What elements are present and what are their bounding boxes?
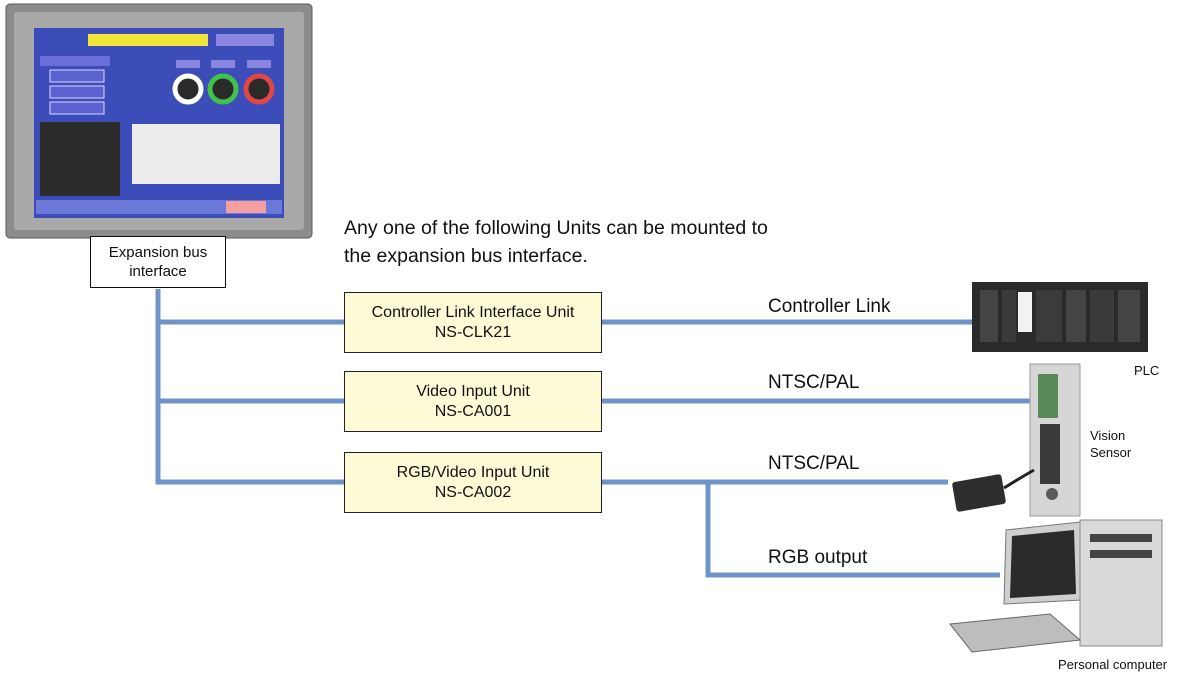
unit-box-video-input: Video Input Unit NS-CA001 [344,371,602,432]
unit-name: Controller Link Interface Unit [371,303,575,321]
vision-sensor-label: Vision Sensor [1090,427,1131,461]
unit-box-controller-link: Controller Link Interface Unit NS-CLK21 [344,292,602,353]
connection-label-rgb-output: RGB output [768,547,868,568]
unit-name: Video Input Unit [416,382,530,400]
note-line2: the expansion bus interface. [344,245,588,267]
connection-label-ntsc-pal-1: NTSC/PAL [768,372,860,393]
unit-model: NS-CA001 [434,402,512,420]
plc-label: PLC [1134,363,1160,378]
vision-sensor-image [952,363,1081,517]
unit-box-rgb-video-input: RGB/Video Input Unit NS-CA002 [344,452,602,513]
unit-model: NS-CLK21 [434,323,512,341]
connection-label-ntsc-pal-2: NTSC/PAL [768,453,860,474]
expansion-label-line1: Expansion bus [108,244,208,261]
hmi-panel-image [5,3,313,239]
vision-label-line2: Sensor [1090,445,1132,460]
plc-image [972,282,1148,352]
note-line1: Any one of the following Units can be mo… [344,217,768,239]
pc-label: Personal computer [1058,657,1168,672]
mounting-note: Any one of the following Units can be mo… [344,214,768,270]
expansion-bus-interface-label: Expansion bus interface [90,236,226,288]
expansion-label-line2: interface [129,263,187,280]
vision-label-line1: Vision [1090,428,1126,443]
unit-model: NS-CA002 [434,483,512,501]
unit-name: RGB/Video Input Unit [396,463,550,481]
connection-label-controller-link: Controller Link [768,296,891,317]
connection-lines [155,289,1030,578]
personal-computer-image [949,519,1163,653]
